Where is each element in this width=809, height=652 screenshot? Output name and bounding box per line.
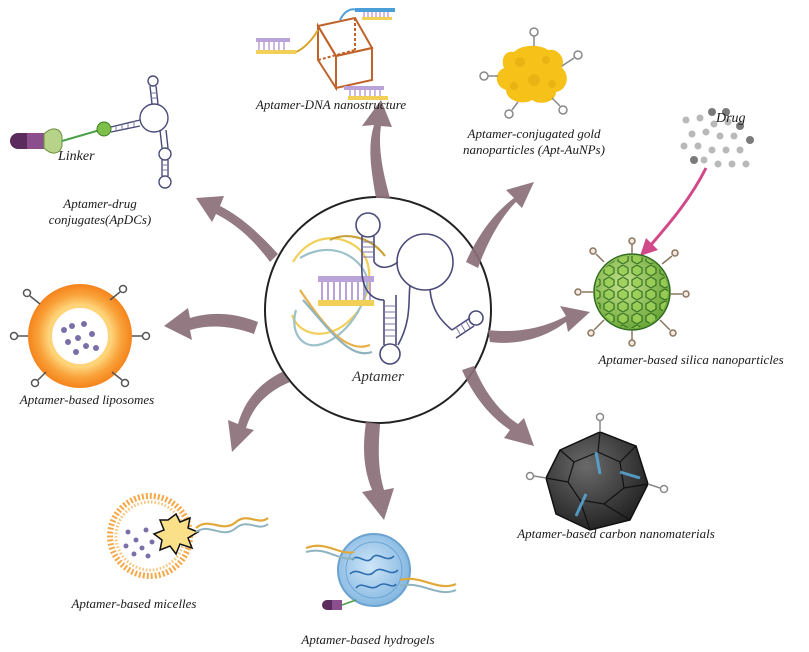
- arrow-to-carbon: [462, 366, 534, 446]
- label-carbon: Aptamer-based carbon nanomaterials: [517, 526, 715, 541]
- label-gold-nanoparticles: Aptamer-conjugated gold nanoparticles (A…: [463, 126, 605, 157]
- label-dna-nanostructure: Aptamer-DNA nanostructure: [255, 97, 407, 112]
- arrow-to-drug-conjugates: [196, 196, 278, 262]
- aptamer-duplex-icon: [318, 276, 374, 306]
- micelle-icon: [107, 493, 269, 579]
- drug-conjugate-icon: [10, 75, 172, 189]
- carbon-nanomaterial-icon: [525, 412, 669, 531]
- label-silica: Aptamer-based silica nanoparticles: [598, 352, 784, 367]
- label-drug-conjugates: Aptamer-drug conjugates(ApDCs): [48, 196, 152, 227]
- arrow-to-micelles: [228, 372, 290, 452]
- arrows: [164, 100, 590, 520]
- label-hydrogels: Aptamer-based hydrogels: [301, 632, 435, 647]
- arrow-to-silica: [488, 306, 590, 343]
- drug-dots-icon: [680, 108, 754, 168]
- drug-arrow: [648, 167, 708, 247]
- silica-nanoparticle-icon: [574, 237, 690, 347]
- label-liposomes: Aptamer-based liposomes: [19, 392, 155, 407]
- hydrogel-icon: [305, 533, 457, 610]
- gold-nanoparticle-icon: [479, 27, 583, 119]
- linker-annotation: Linker: [57, 149, 95, 164]
- aptamer-secondary-structure-icon: [355, 212, 484, 365]
- liposome-icon: [9, 284, 151, 388]
- label-micelles: Aptamer-based micelles: [71, 596, 197, 611]
- central-aptamer: [264, 196, 492, 424]
- arrow-to-hydrogels: [362, 422, 394, 520]
- dna-nanostructure-icon: [256, 8, 395, 100]
- arrow-to-dna-nanostructure: [362, 100, 392, 198]
- dna-helix-icon: [290, 235, 386, 355]
- center-label: Aptamer: [351, 369, 404, 385]
- arrow-to-liposomes: [164, 308, 258, 340]
- arrow-to-gold: [466, 182, 534, 268]
- drug-arrow-head: [640, 238, 658, 256]
- drug-annotation: Drug: [715, 111, 746, 126]
